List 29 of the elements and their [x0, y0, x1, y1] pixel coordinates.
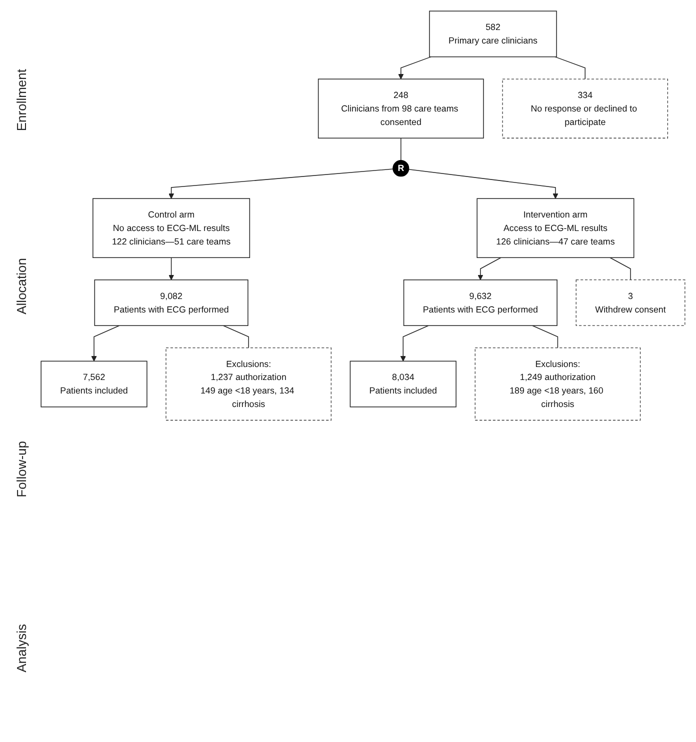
connector — [554, 56, 586, 80]
connector — [610, 257, 631, 280]
stage-label: Follow-up — [14, 441, 28, 498]
stage-label: Enrollment — [14, 69, 28, 132]
arrow — [91, 325, 120, 362]
connector — [532, 325, 558, 348]
arrow — [398, 56, 432, 80]
node-box: 3 Withdrew consent — [576, 280, 686, 326]
node-box: 9,082 Patients with ECG performed — [94, 279, 248, 326]
arrow — [478, 257, 502, 280]
arrow — [400, 325, 429, 362]
arrow — [168, 168, 394, 199]
stage-label: Allocation — [14, 258, 28, 315]
node-box: 8,034 Patients included — [350, 360, 456, 408]
connector — [222, 325, 249, 348]
node-box: 582 Primary care clinicians — [429, 10, 557, 58]
arrow — [168, 257, 174, 280]
connector — [400, 138, 402, 161]
node-box: Control arm No access to ECG-ML results 122 clinicians—51 care teams — [92, 198, 250, 258]
node-circle: R — [392, 160, 410, 177]
node-box: 248 Clinicians from 98 care teams consented — [318, 78, 484, 138]
stage-label: Analysis — [14, 624, 28, 673]
arrow — [408, 168, 558, 199]
node-box: Intervention arm Access to ECG-ML results 126 clinicians—47 care teams — [476, 198, 634, 258]
node-box: Exclusions: 1,249 authorization 189 age <18 years, 160 cirrhosis — [474, 348, 641, 421]
node-box: 9,632 Patients with ECG performed — [403, 279, 558, 326]
node-box: Exclusions: 1,237 authorization 149 age <18 years, 134 cirrhosis — [166, 348, 332, 421]
node-box: 7,562 Patients included — [40, 360, 148, 408]
node-box: 334 No response or declined to participate — [502, 78, 668, 138]
